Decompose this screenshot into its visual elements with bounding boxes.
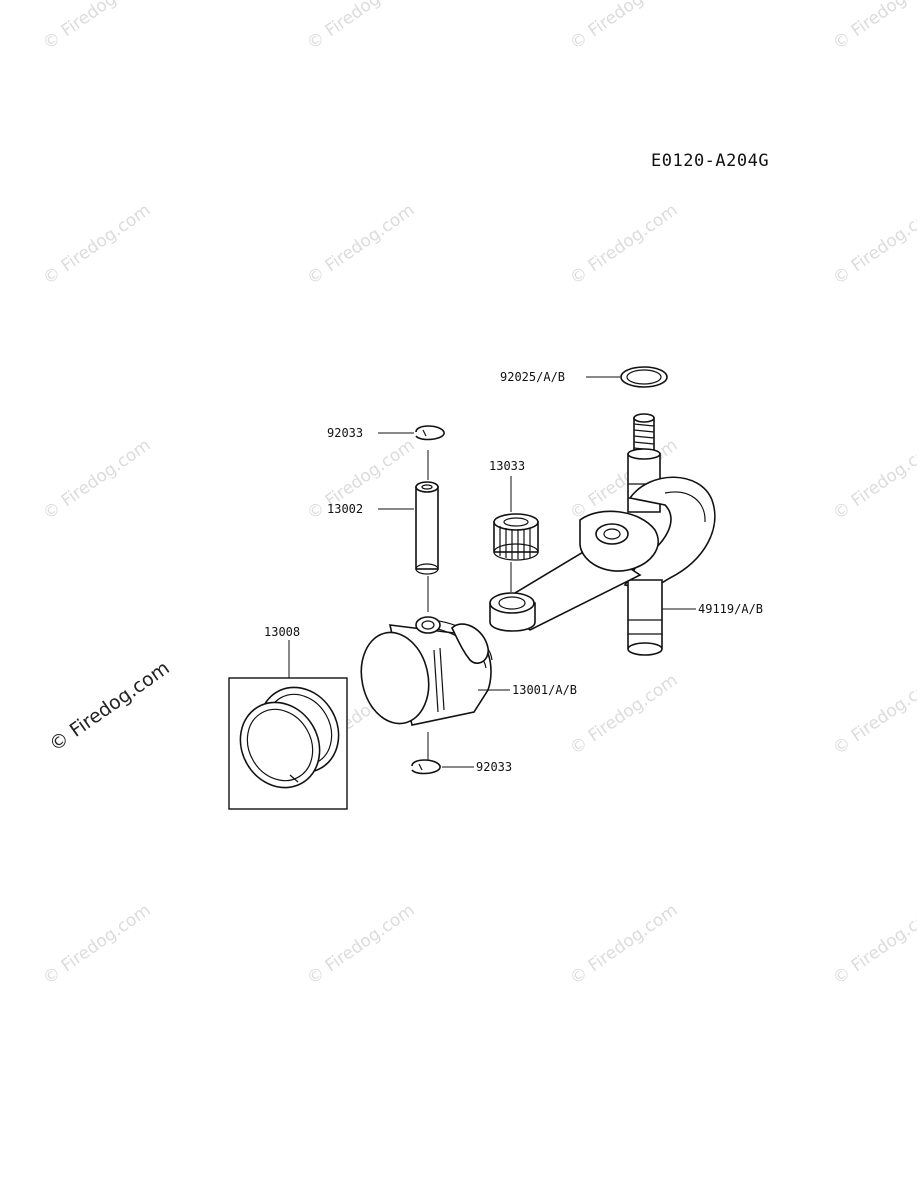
crankshaft-part: 49119/A/B (489, 413, 763, 656)
circlip-top-part: 92033 (327, 425, 445, 480)
callout-bearing: 13033 (489, 459, 525, 473)
callout-piston-ring: 13008 (264, 625, 300, 639)
watermark: © Firedog.com (566, 670, 681, 759)
callout-piston-pin: 13002 (327, 502, 363, 516)
watermark: © Firedog.com (829, 670, 917, 759)
piston-ring-part: 13008 (228, 625, 348, 810)
piston-pin-part: 13002 (327, 481, 439, 612)
callout-crankshaft: 49119/A/B (698, 602, 763, 616)
watermark-prominent: © Firedog.com (45, 657, 173, 756)
callout-circlip-bottom: 92033 (476, 760, 512, 774)
callout-piston: 13001/A/B (512, 683, 577, 697)
watermark: © Firedog.com (829, 435, 917, 524)
watermark: © Firedog.com (39, 900, 154, 989)
diagram-code: E0120-A204G (651, 151, 770, 171)
watermark: © Firedog.com (39, 200, 154, 289)
watermark: © Firedog.com (39, 0, 154, 54)
piston-part: 13001/A/B (360, 616, 577, 726)
needle-bearing-part: 13033 (489, 459, 539, 592)
watermark: © Firedog.com (566, 200, 681, 289)
callout-washer: 92025/A/B (500, 370, 565, 384)
watermark: © Firedog.com (303, 200, 418, 289)
watermark: © Firedog.com (829, 0, 917, 54)
watermark: © Firedog.com (566, 900, 681, 989)
callout-circlip-top: 92033 (327, 426, 363, 440)
watermark: © Firedog.com (829, 900, 917, 989)
watermark: © Firedog.com (829, 200, 917, 289)
circlip-bottom-part: 92033 (411, 732, 512, 775)
washer-part: 92025/A/B (500, 366, 668, 388)
watermark-grid: © Firedog.com © Firedog.com © Firedog.co… (39, 0, 917, 989)
watermark: © Firedog.com (303, 0, 418, 54)
watermark: © Firedog.com (303, 900, 418, 989)
watermark: © Firedog.com (39, 435, 154, 524)
watermark: © Firedog.com (566, 0, 681, 54)
